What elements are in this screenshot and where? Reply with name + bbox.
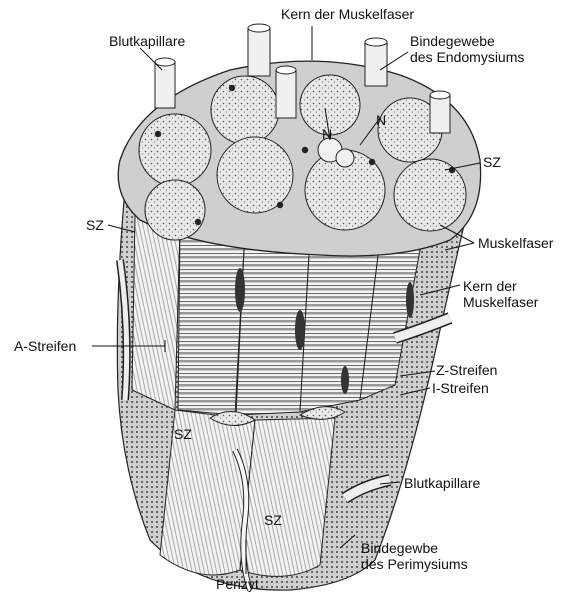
- label-bindegewebe-endomysium-line2: des Endomysiums: [410, 49, 524, 65]
- label-kern-mid-line1: Kern der: [463, 278, 538, 294]
- label-n-left: N: [322, 126, 332, 142]
- label-bindegewebe-perimysium: Bindegewbe des Perimysiums: [361, 540, 468, 572]
- label-sz-left: SZ: [86, 217, 104, 233]
- label-kern-mid: Kern der Muskelfaser: [463, 278, 538, 310]
- label-z-streifen: Z-Streifen: [436, 362, 497, 378]
- label-bindegewebe-endomysium: Bindegewebe des Endomysiums: [410, 33, 524, 65]
- label-sz-bottom-left: SZ: [174, 426, 192, 442]
- label-kern-top: Kern der Muskelfaser: [281, 6, 414, 22]
- label-bindegewebe-perimysium-line1: Bindegewbe: [361, 540, 468, 556]
- label-blutkapillare-top: Blutkapillare: [109, 33, 185, 49]
- label-kern-mid-line2: Muskelfaser: [463, 294, 538, 310]
- label-a-streifen: A-Streifen: [14, 338, 76, 354]
- label-sz-right: SZ: [483, 154, 501, 170]
- label-bindegewebe-perimysium-line2: des Perimysiums: [361, 556, 468, 572]
- label-blutkapillare-bottom: Blutkapillare: [404, 475, 480, 491]
- label-i-streifen: I-Streifen: [432, 380, 489, 396]
- label-muskelfaser: Muskelfaser: [478, 235, 553, 251]
- label-perizyt: Perizyt: [216, 576, 259, 592]
- label-bindegewebe-endomysium-line1: Bindegewebe: [410, 33, 524, 49]
- label-n-right: N: [376, 112, 386, 128]
- label-sz-bottom-mid: SZ: [264, 512, 282, 528]
